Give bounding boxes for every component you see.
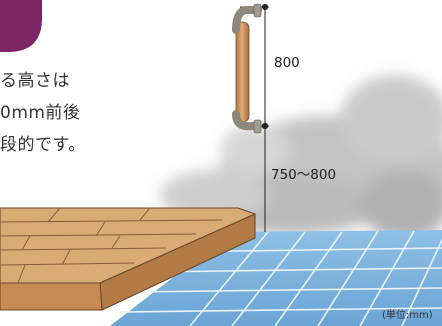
accent-badge: [0, 0, 42, 52]
tile-floor: [110, 230, 442, 326]
wooden-deck: [0, 207, 257, 311]
description-line-3: 段的です。: [0, 135, 86, 155]
handrail-length-label: 800: [274, 55, 300, 71]
grab-handrail: [232, 3, 262, 134]
floor-to-handrail-label: 750～800: [271, 167, 337, 183]
description-line-1: る高さは: [0, 71, 70, 91]
description-line-2: 0mm前後: [0, 103, 81, 123]
unit-note: (単位:mm): [382, 310, 433, 321]
